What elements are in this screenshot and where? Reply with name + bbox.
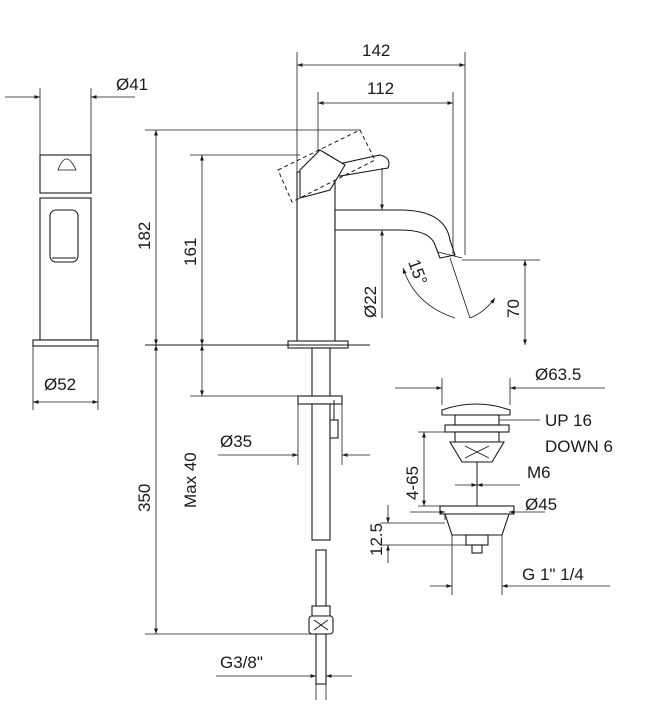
- dim-down6: DOWN 6: [545, 437, 613, 456]
- dim-d41: Ø41: [116, 75, 148, 94]
- dim-h70: 70: [504, 299, 523, 318]
- dim-r465: 4-65: [403, 466, 422, 500]
- dim-w142: 142: [362, 41, 390, 60]
- dim-d35: Ø35: [220, 432, 252, 451]
- dim-up16: UP 16: [545, 411, 592, 430]
- dim-d635: Ø63.5: [535, 365, 581, 384]
- dim-h350: 350: [135, 484, 154, 512]
- dim-d22: Ø22: [361, 286, 380, 318]
- popup-waste-view: Ø63.5 UP 16 DOWN 6 4-65 M6 Ø45 12.5 G 1"…: [367, 365, 613, 595]
- dim-angle15: 15°: [404, 257, 431, 288]
- dim-d52: Ø52: [44, 375, 76, 394]
- dim-d45: Ø45: [525, 495, 557, 514]
- dim-h161: 161: [181, 238, 200, 266]
- dim-h182: 182: [135, 222, 154, 250]
- dim-g114: G 1" 1/4: [522, 565, 584, 584]
- dim-h125: 12.5: [367, 523, 386, 556]
- dim-w112: 112: [367, 79, 394, 98]
- dim-max40: Max 40: [181, 452, 200, 508]
- dim-m6: M6: [527, 463, 551, 482]
- dim-g38: G3/8": [220, 653, 263, 672]
- front-view: 142 112 182 161 Ø22 15° 70 350 Max 40: [135, 41, 540, 700]
- side-view: Ø41 Ø52: [5, 75, 148, 410]
